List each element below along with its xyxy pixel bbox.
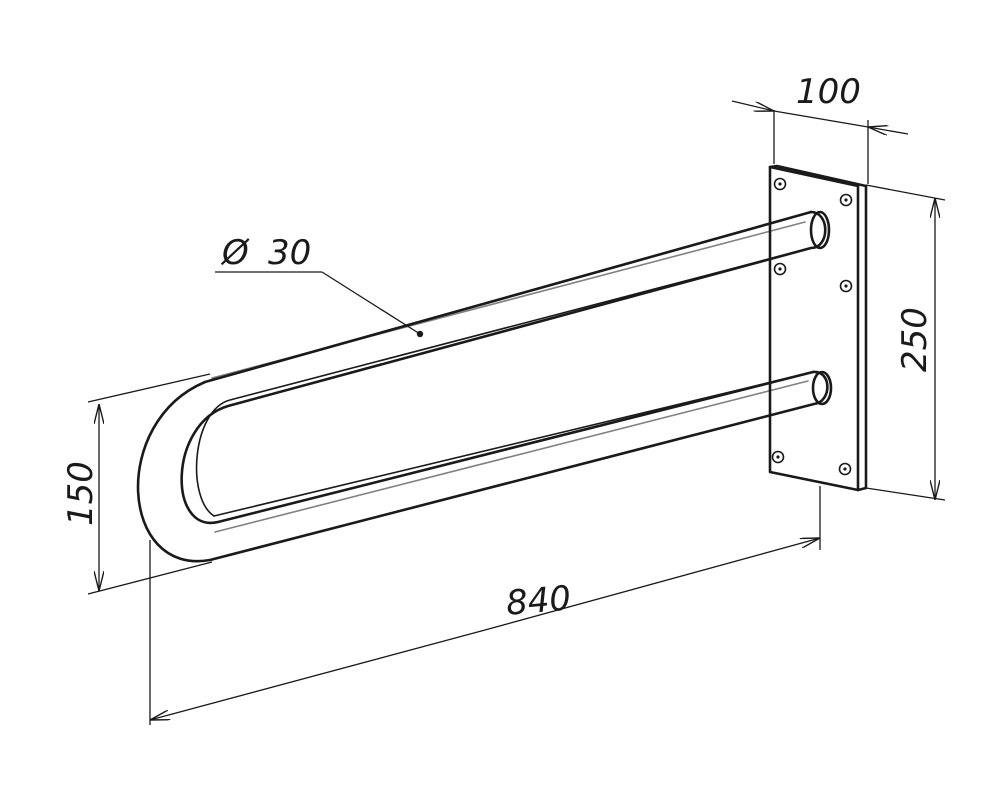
diameter-symbol: Ø	[220, 233, 250, 273]
dimension-plate-height: 250	[865, 184, 946, 501]
dimension-bar-spacing: 150	[61, 373, 213, 595]
bar-spacing-label: 150	[61, 461, 101, 526]
length-label: 840	[504, 578, 572, 624]
dimension-diameter: Ø 30	[215, 233, 424, 338]
u-shaped-grab-bar	[136, 210, 833, 563]
dimension-depth: 100	[731, 72, 909, 184]
plate-height-label: 250	[895, 307, 935, 372]
diameter-label: 30	[268, 233, 311, 273]
depth-label: 100	[796, 72, 861, 112]
mounting-screw-holes	[771, 177, 853, 476]
wall-plate	[768, 164, 868, 492]
dimension-length: 840	[149, 486, 821, 725]
